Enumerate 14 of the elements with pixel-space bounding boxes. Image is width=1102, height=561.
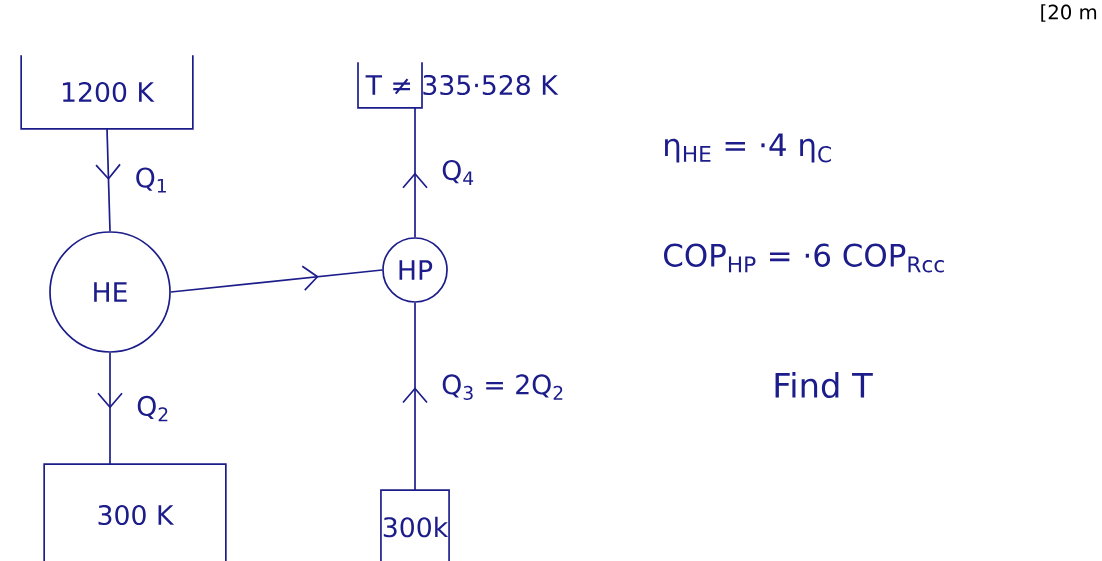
edge-label: Q$_{4}$ bbox=[442, 159, 474, 186]
reservoir-box: 300k bbox=[380, 489, 450, 561]
reservoir-box: 300 K bbox=[43, 463, 227, 561]
equation: COP$_{HP}$ = ·6 COP$_{Rcc}$ bbox=[664, 243, 944, 273]
edge-label: Q$_{1}$ bbox=[136, 167, 166, 193]
circle-node: HE bbox=[49, 231, 171, 353]
reservoir-box: T ≠ 335·528 K bbox=[357, 61, 559, 109]
equation: η$_{HE}$ = ·4 η$_{C}$ bbox=[665, 133, 831, 163]
question-text: Find T bbox=[775, 371, 873, 399]
corner-note: [20 m bbox=[1041, 4, 1097, 22]
reservoir-box: 1200 K bbox=[20, 54, 194, 130]
circle-node: HP bbox=[382, 237, 448, 303]
edge-label: Q$_{3}$ = 2Q$_{2}$ bbox=[442, 374, 563, 400]
edge-label: Q$_{2}$ bbox=[137, 395, 168, 422]
